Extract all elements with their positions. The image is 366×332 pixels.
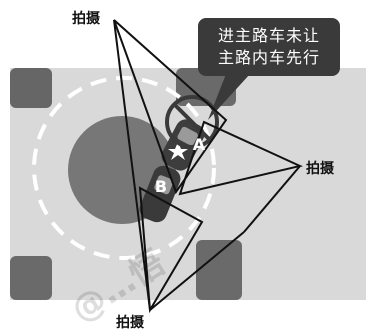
camera-view-cone-right: [178, 120, 304, 196]
camera-line-top-left: [113, 19, 151, 311]
camera-view-cone-top-left: [113, 19, 228, 195]
car-b: [139, 165, 181, 223]
collision-star-icon: [168, 142, 188, 160]
callout-line-2: 主路内车先行: [217, 48, 320, 67]
prohibition-sign-icon: [165, 95, 219, 149]
roundabout-dashed-ring: [32, 76, 216, 260]
callout-pointer: [208, 74, 250, 120]
car-a-label: A: [192, 135, 206, 154]
camera-label-right: 拍摄: [306, 161, 334, 177]
corner-block-bottom-left: [10, 256, 52, 300]
car-b-label: B: [154, 177, 168, 196]
corner-block-top-left: [10, 68, 52, 108]
callout-box: 进主路车未让 主路内车先行: [198, 18, 340, 76]
camera-view-cone-bottom: [138, 186, 204, 314]
camera-line-right: [243, 165, 301, 233]
camera-label-bottom: 拍摄: [116, 315, 144, 331]
callout-line-1: 进主路车未让: [217, 26, 320, 45]
camera-line-bottom-right: [149, 231, 245, 311]
corner-block-bottom-right: [196, 240, 242, 300]
camera-label-top-left: 拍摄: [72, 11, 100, 27]
